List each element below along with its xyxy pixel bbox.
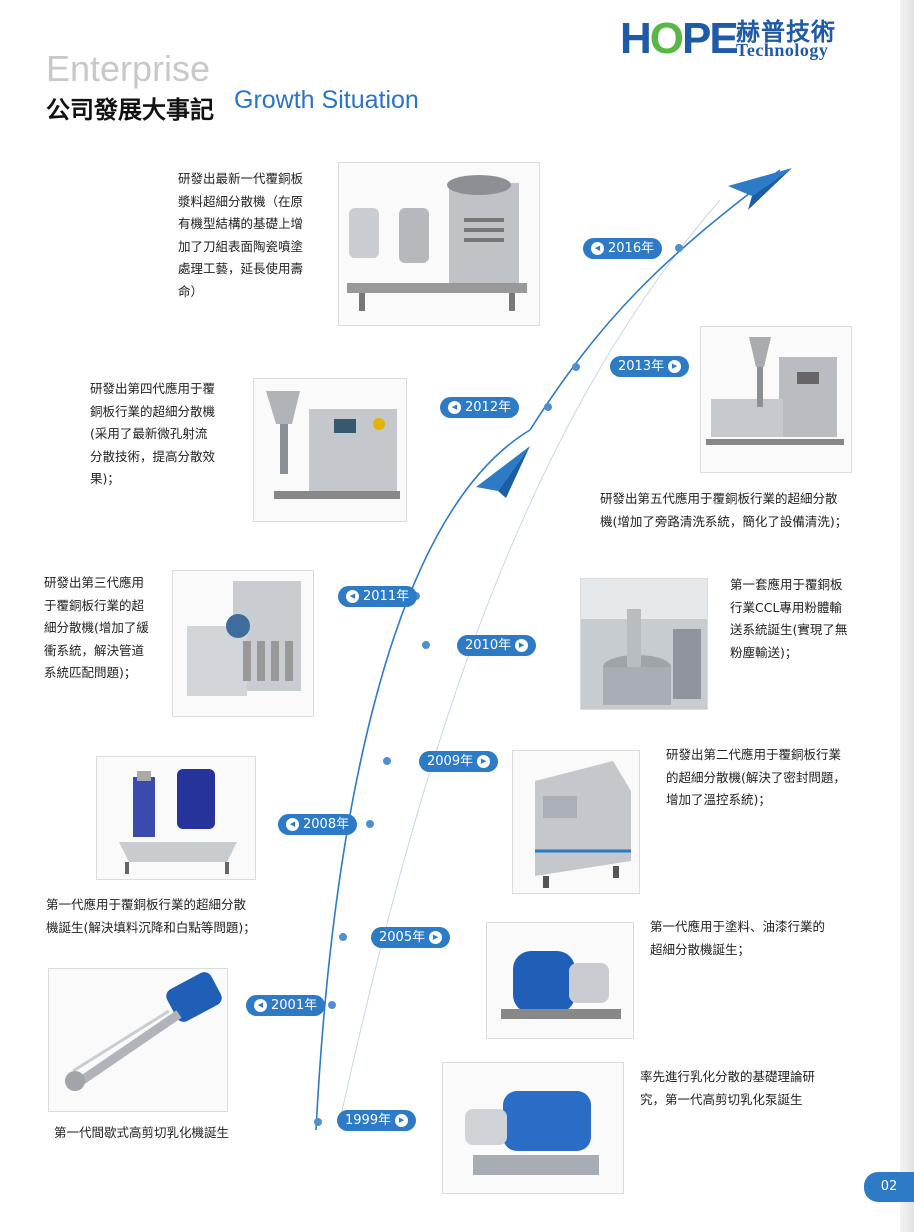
year-label-2008: ◀2008年 (278, 814, 358, 835)
chevron-right-circle-icon: ▶ (668, 360, 682, 373)
chevron-left-circle-icon: ◀ (448, 401, 461, 414)
logo-english: Technology (736, 40, 829, 60)
logo-wordmark: HOPE (620, 14, 739, 64)
page-title-chinese: 公司發展大事記 (46, 96, 214, 124)
year-label-2005: 2005年▶ (371, 927, 451, 948)
milestone-description-2005: 第一代應用于塗料、油漆行業的 超細分散機誕生； (650, 919, 826, 957)
year-label-2011: ◀2011年 (338, 586, 418, 607)
timeline-dot (383, 757, 391, 765)
milestone-description-2009: 研發出第二代應用于覆銅板行業 的超細分散機(解決了密封問題， 增加了溫控系統)； (666, 747, 846, 807)
page-edge (900, 0, 914, 1232)
machine-photo-2005 (486, 922, 634, 1039)
chevron-left-circle-icon: ◀ (346, 590, 359, 603)
section-kicker: Enterprise (46, 48, 211, 89)
milestone-description-2016: 研發出最新一代覆銅板 漿料超細分散機（在原 有機型結構的基礎上增 加了刀組表面陶… (178, 171, 304, 299)
page-number: 02 (864, 1172, 914, 1202)
milestone-description-2001: 第一代間歇式高剪切乳化機誕生 (54, 1125, 230, 1140)
year-label-2010: 2010年▶ (457, 635, 537, 656)
timeline-dot (328, 1001, 336, 1009)
milestone-description-2011: 研發出第三代應用 于覆銅板行業的超 細分散機(增加了緩 衝系統，解決管道 系統匹… (44, 575, 149, 680)
year-label-2009: 2009年▶ (419, 751, 499, 772)
year-label-2016: ◀2016年 (583, 238, 663, 259)
timeline-dot (339, 933, 347, 941)
machine-photo-2013 (700, 326, 852, 473)
page-title-english: Growth Situation (234, 86, 419, 114)
chevron-left-circle-icon: ◀ (254, 999, 267, 1012)
year-label-2001: ◀2001年 (246, 995, 326, 1016)
year-label-2013: 2013年▶ (610, 356, 690, 377)
milestone-description-2012: 研發出第四代應用于覆 銅板行業的超細分散機 (采用了最新微孔射流 分散技術，提高… (90, 381, 216, 486)
logo-letter-o: O (649, 14, 684, 63)
logo-chinese: 赫普技術 (736, 18, 836, 46)
chevron-right-circle-icon: ▶ (395, 1114, 409, 1127)
machine-photo-2011 (172, 570, 314, 717)
machine-photo-2010 (580, 578, 708, 710)
machine-photo-2008 (96, 756, 256, 880)
milestone-description-2013: 研發出第五代應用于覆銅板行業的超細分散 機(增加了旁路清洗系統，簡化了設備清洗)… (600, 491, 848, 529)
timeline-dot (544, 403, 552, 411)
chevron-left-circle-icon: ◀ (591, 242, 604, 255)
machine-photo-2012 (253, 378, 407, 522)
paper-plane-icon (728, 168, 792, 210)
year-label-2012: ◀2012年 (440, 397, 520, 418)
timeline-dot (572, 363, 580, 371)
chevron-left-circle-icon: ◀ (286, 818, 299, 831)
milestone-description-2008: 第一代應用于覆銅板行業的超細分散 機誕生(解決填料沉降和白點等問題)； (46, 897, 256, 935)
logo-letter-p: P (682, 14, 711, 63)
timeline-dot (314, 1118, 322, 1126)
logo-letter-e: E (709, 14, 738, 63)
milestone-description-1999: 率先進行乳化分散的基礎理論研 究，第一代高剪切乳化泵誕生 (640, 1069, 816, 1107)
year-label-1999: 1999年▶ (337, 1110, 417, 1131)
chevron-right-circle-icon: ▶ (429, 931, 443, 944)
machine-photo-2016 (338, 162, 540, 326)
timeline-dot (422, 641, 430, 649)
machine-photo-1999 (442, 1062, 624, 1194)
chevron-right-circle-icon: ▶ (477, 755, 491, 768)
machine-photo-2009 (512, 750, 640, 894)
chevron-right-circle-icon: ▶ (515, 639, 529, 652)
milestone-description-2010: 第一套應用于覆銅板 行業CCL專用粉體輸 送系統誕生(實現了無 粉塵輸送)； (730, 577, 848, 660)
timeline-dot (675, 244, 683, 252)
paper-plane-icon (476, 446, 530, 498)
timeline-dot (366, 820, 374, 828)
logo-letter-h: H (620, 14, 652, 63)
machine-photo-2001 (48, 968, 228, 1112)
